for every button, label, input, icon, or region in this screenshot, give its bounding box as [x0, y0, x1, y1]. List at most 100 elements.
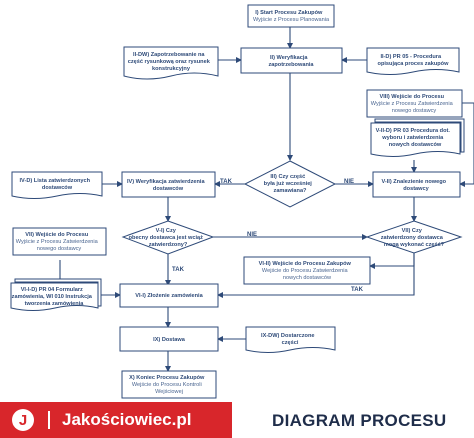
node-decision-new-ok-line-1: VII) Czy [402, 228, 423, 234]
node-verify-approved-line-2: dostawców [153, 186, 184, 192]
node-approved-list-line-2: dostawców [42, 185, 73, 191]
node-new-supplier-entry [366, 89, 463, 118]
node-need [123, 46, 219, 80]
node-verify-need-line-1: II) Weryfikacja [270, 55, 308, 61]
node-entry-vi-ii [243, 256, 371, 285]
node-decision-known-line-3: zamawiana? [274, 188, 308, 194]
brand-logo-icon: J [12, 409, 34, 431]
node-start-line-2: Wyjście z Procesu Planowania [253, 17, 330, 23]
node-verify-approved [121, 171, 216, 198]
node-verify-need-line-2: zapotrzebowania [268, 62, 314, 68]
node-end-line-3: Wejściowej [155, 389, 183, 395]
brand-bar[interactable]: J Jakościowiec.pl [0, 402, 232, 438]
node-entry-vii [12, 227, 107, 256]
edge-label-tak-3: TAK [351, 287, 364, 293]
node-entry-vi-ii-line-1: VI-II) Wejście do Procesu Zakupów [259, 261, 352, 267]
node-delivered-text: IX-DW) Dostarczone części [261, 324, 319, 346]
node-delivered-line-1: IX-DW) Dostarczone [261, 333, 314, 339]
node-order-text: VI-I) Złożenie zamówienia [135, 293, 203, 299]
edge-entry-viii-find [459, 102, 474, 187]
edge-label-nie-2: NIE [247, 232, 257, 238]
node-start-line-1: I) Start Procesu Zakupów [255, 10, 323, 16]
node-pr05-text: II-D) PR 05 - Procedura opisująca proces… [378, 45, 450, 67]
node-start [247, 4, 335, 28]
node-pr03-line-3: nowych dostawców [389, 142, 442, 148]
edge-label-nie-1: NIE [344, 179, 354, 185]
node-delivery [119, 326, 219, 352]
node-pr04-line-2: zamówienia, WI 010 Instrukcja [12, 294, 93, 300]
node-delivered-line-2: części [282, 340, 299, 346]
node-need-line-3: konstrukcyjny [152, 66, 191, 72]
edge-new-ok-tak [217, 253, 415, 298]
node-pr04-text: VI-I-D) PR 04 Formularz zamówienia, WI 0… [12, 278, 97, 307]
node-pr03-line-2: wyboru i zatwierdzenia [381, 135, 444, 141]
node-pr03-back [374, 118, 465, 153]
node-decision-current-line-2: obecny dostawca jest wciąż [129, 235, 204, 241]
node-start-text: I) Start Procesu Zakupów Wyjście z Proce… [253, 1, 330, 23]
node-decision-new-ok-line-2: zatwierdzony dostawca [381, 235, 444, 241]
node-new-supplier-entry-line-3: nowego dostawcy [392, 108, 437, 114]
node-decision-current-line-3: zatwierdzony? [149, 242, 188, 248]
node-find-new-text: V-II) Znalezienie nowego dostawcy [381, 170, 450, 192]
node-decision-known-line-1: III) Czy część [270, 174, 305, 180]
edge-label-tak-2: TAK [172, 267, 185, 273]
edges [59, 27, 474, 372]
edge-label-tak-1: TAK [220, 179, 233, 185]
node-pr05-line-2: opisująca proces zakupów [378, 61, 450, 67]
node-new-supplier-entry-line-1: VIII) Wejście do Procesu [379, 94, 444, 100]
node-entry-vi-ii-line-3: nowych dostawców [283, 275, 332, 281]
node-pr03 [370, 118, 465, 157]
node-pr04-line-1: VI-I-D) PR 04 Formularz [21, 287, 83, 293]
node-decision-new-ok [365, 220, 463, 254]
node-pr04-front [10, 282, 99, 311]
node-approved-list [11, 171, 103, 199]
node-new-supplier-entry-line-2: Wyjście z Procesu Zatwierdzenia [371, 101, 454, 107]
node-entry-vii-line-1: VII) Wejście do Procesu [25, 232, 89, 238]
node-verify-approved-line-1: IV) Weryfikacja zatwierdzenia [127, 179, 206, 185]
footer: J Jakościowiec.pl DIAGRAM PROCESU [0, 402, 474, 438]
node-end-line-1: X) Koniec Procesu Zakupów [129, 375, 205, 381]
node-need-line-2: część rysunkową oraz rysunek [128, 59, 211, 65]
node-pr03-line-1: V-II-D) PR 03 Procedura dot. [376, 128, 451, 134]
node-delivery-text: IX) Dostawa [153, 337, 186, 343]
node-entry-vii-line-3: nowego dostawcy [37, 246, 82, 252]
node-end [121, 370, 217, 399]
node-find-new-line-2: dostawcy [403, 186, 429, 192]
node-entry-vi-ii-text: VI-II) Wejście do Procesu Zakupów Wejści… [259, 252, 356, 281]
node-order [119, 283, 219, 308]
node-decision-known-text: III) Czy część była już wcześniej zamawi… [264, 165, 317, 194]
node-decision-current [121, 220, 215, 255]
node-delivered [245, 326, 336, 353]
node-find-new [372, 171, 461, 198]
node-need-line-1: II-DW) Zapotrzebowanie na [133, 52, 205, 58]
node-verify-approved-text: IV) Weryfikacja zatwierdzenia dostawców [127, 170, 209, 192]
node-need-text: II-DW) Zapotrzebowanie na część rysunkow… [128, 43, 215, 72]
brand-name: Jakościowiec.pl [62, 410, 192, 429]
node-end-text: X) Koniec Procesu Zakupów Wejście do Pro… [129, 366, 209, 395]
node-entry-vii-line-2: Wyjście z Procesu Zatwierdzenia [16, 239, 99, 245]
node-decision-known-line-2: była już wcześniej [264, 181, 313, 187]
node-decision-new-ok-text: VII) Czy zatwierdzony dostawca mogą wyko… [381, 219, 448, 248]
edge-new-ok-nie [369, 253, 415, 269]
node-decision-known [243, 160, 337, 208]
node-pr04-line-3: tworzenia zamówienia [25, 301, 85, 307]
node-pr03-text: V-II-D) PR 03 Procedura dot. wyboru i za… [376, 119, 455, 148]
brand-divider [48, 411, 50, 429]
node-find-new-line-1: V-II) Znalezienie nowego [381, 179, 446, 185]
node-decision-new-ok-line-3: mogą wykonać część? [384, 242, 445, 248]
node-approved-list-text: IV-D) Lista zatwierdzonych dostawców [19, 169, 94, 191]
node-decision-current-text: V-I) Czy obecny dostawca jest wciąż zatw… [129, 219, 208, 248]
node-pr04 [10, 278, 102, 311]
node-decision-current-line-1: V-I) Czy [156, 228, 177, 234]
node-new-supplier-entry-text: VIII) Wejście do Procesu Wyjście z Proce… [371, 85, 457, 114]
process-diagram: TAK NIE NIE TAK TAK I) Start Procesu Zak… [10, 1, 474, 399]
node-pr05-line-1: II-D) PR 05 - Procedura [380, 54, 442, 60]
node-entry-vii-text: VII) Wejście do Procesu Wyjście z Proces… [16, 223, 102, 252]
node-end-line-2: Wejście do Procesu Kontroli [132, 382, 202, 388]
diagram-title: DIAGRAM PROCESU [272, 411, 447, 430]
node-verify-need [240, 47, 343, 74]
node-pr03-front [370, 122, 461, 157]
node-entry-vi-ii-line-2: Wejście do Procesu Zatwierdzenia [262, 268, 349, 274]
node-approved-list-line-1: IV-D) Lista zatwierdzonych [19, 178, 90, 184]
node-verify-need-text: II) Weryfikacja zapotrzebowania [268, 46, 314, 68]
